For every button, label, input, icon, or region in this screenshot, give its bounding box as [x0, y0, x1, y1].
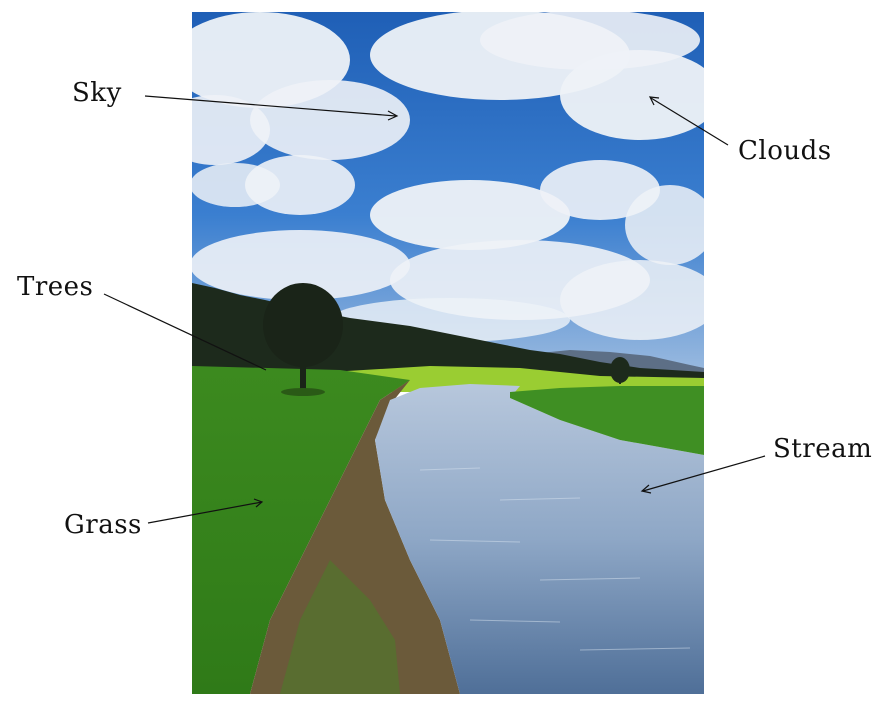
sky-arrow	[144, 95, 397, 117]
water-shimmer	[419, 467, 691, 651]
right-tree	[610, 357, 630, 384]
label-grass: Grass	[64, 510, 142, 540]
bank-grass	[280, 560, 400, 694]
stream-arrow	[642, 455, 766, 492]
clouds-arrow	[650, 97, 729, 146]
annotation-arrows	[103, 95, 766, 524]
right-field	[510, 386, 704, 455]
label-sky: Sky	[72, 78, 122, 108]
grass-arrow	[147, 501, 263, 524]
clouds-group	[192, 12, 704, 342]
stream-water	[375, 384, 704, 694]
label-stream: Stream	[773, 434, 873, 464]
trees-arrow	[103, 293, 267, 371]
lone-tree	[263, 283, 343, 396]
grass-area	[192, 366, 410, 694]
label-clouds: Clouds	[738, 136, 832, 166]
bright-field	[330, 366, 704, 392]
photo	[192, 12, 704, 694]
label-trees: Trees	[17, 272, 94, 302]
